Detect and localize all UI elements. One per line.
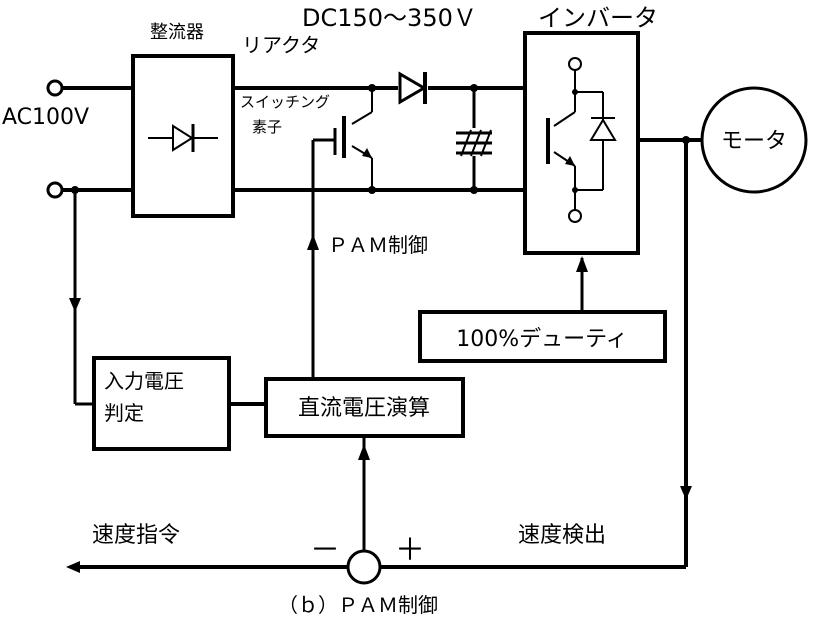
switching-label-line2: 素子: [252, 118, 282, 136]
smoothing-capacitor-icon: [456, 84, 492, 194]
ac-sense-arrow-icon: [69, 298, 81, 312]
speed-command-arrow-icon: [66, 561, 80, 573]
ac-terminal-top: [46, 79, 64, 97]
voltage-range-label: DC150～350Ｖ: [302, 4, 477, 32]
reactor-label: リアクタ: [242, 33, 320, 57]
duty-box: [418, 310, 667, 363]
ac-sense-junction: [71, 186, 79, 194]
boost-diode-icon: [398, 71, 427, 105]
switching-label-line1: スイッチング: [240, 93, 330, 111]
plus-sign: ＋: [395, 533, 425, 568]
input-voltage-label-line2: 判定: [104, 401, 144, 425]
pam-control-label: ＰＡＭ制御: [328, 233, 428, 257]
summing-junction: [346, 549, 382, 585]
duty-label: 100%デューティ: [456, 327, 628, 352]
pam-control-arrow-icon: [307, 234, 319, 250]
rectifier-diode-icon: [148, 124, 218, 152]
ac-input-label: AC100V: [2, 105, 89, 130]
inverter-label: インバータ: [538, 4, 658, 32]
junction-to-calc-arrow-icon: [358, 444, 370, 460]
dc-voltage-calc-label: 直流電圧演算: [298, 396, 430, 421]
motor-label: モータ: [721, 129, 787, 154]
switching-transistor-icon: [313, 84, 376, 194]
speed-command-label: 速度指令: [92, 523, 180, 548]
input-voltage-label-line1: 入力電圧: [104, 369, 184, 393]
minus-sign: －: [310, 533, 340, 568]
dc-voltage-calc-box: [264, 377, 465, 438]
speed-detect-label: 速度検出: [518, 523, 606, 548]
figure-caption: （ｂ）ＰＡＭ制御: [278, 593, 438, 617]
rectifier-label: 整流器: [150, 22, 204, 43]
motor-circle: [700, 86, 808, 194]
ac-terminal-bottom: [46, 181, 64, 199]
duty-arrow-icon: [576, 256, 588, 272]
igbt-icon: [546, 57, 617, 223]
speed-feedback-arrow-icon: [680, 486, 692, 500]
